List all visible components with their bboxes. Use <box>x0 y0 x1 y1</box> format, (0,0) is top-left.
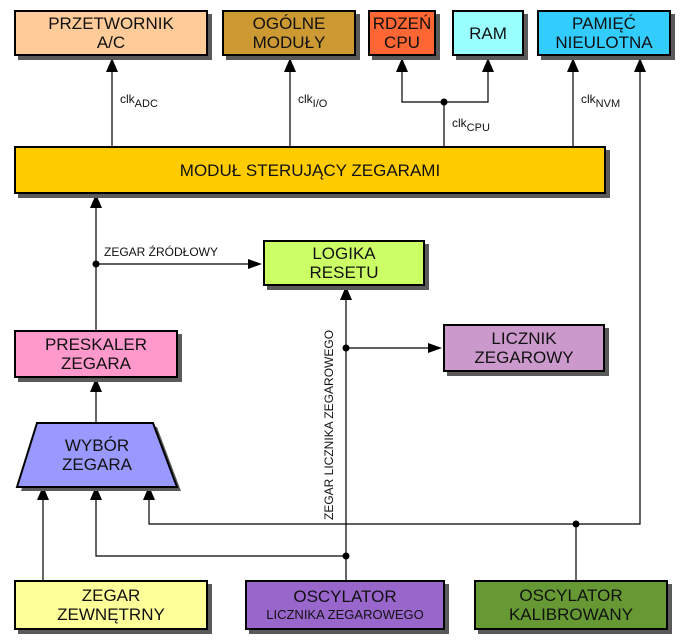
cal-osc-line-1: OSCYLATOR <box>519 586 623 605</box>
clock-select-trapezoid <box>15 422 179 488</box>
io-line-2: MODUŁY <box>252 33 326 52</box>
wdt-line-2: ZEGAROWY <box>474 348 574 367</box>
external-clock-box: ZEGAR ZEWNĘTRNY <box>14 580 208 630</box>
clk-nvm-sub: NVM <box>595 98 621 110</box>
wire-cal-osc-to-nvm <box>576 72 641 525</box>
junction-cal-osc <box>572 520 580 528</box>
wdt-line-1: LICZNIK <box>491 329 557 348</box>
arrow-to-prescaler <box>90 378 102 392</box>
nvm-line-2: NIEULOTNA <box>555 33 653 52</box>
cpu-line-1: RDZEŃ <box>372 14 432 33</box>
junction-source-clock <box>92 260 100 268</box>
clock-prescaler-box: PRESKALER ZEGARA <box>14 330 178 378</box>
wdt-oscillator-box: OSCYLATOR LICZNIKA ZEGAROWEGO <box>245 580 445 630</box>
clock-control-label: MODUŁ STERUJĄCY ZEGARAMI <box>179 160 441 180</box>
io-line-1: OGÓLNE <box>252 14 326 33</box>
cpu-line-2: CPU <box>384 33 420 52</box>
clk-io-label: clkI/O <box>298 92 327 110</box>
clk-adc-sub: ADC <box>134 98 158 110</box>
clk-nvm-label: clkNVM <box>581 92 620 110</box>
arrow-to-io <box>284 58 296 72</box>
arrow-to-nvm-from-control <box>567 58 579 72</box>
clk-io-base: clk <box>298 92 313 106</box>
nvm-line-1: PAMIĘĆ <box>572 14 636 33</box>
reset-line-2: RESETU <box>309 263 379 282</box>
select-line-2: ZEGARA <box>62 455 132 474</box>
wire-cal-osc-to-select <box>148 500 577 580</box>
clk-io-sub: I/O <box>312 98 328 110</box>
arrow-to-reset-source <box>248 259 262 269</box>
nvm-box: PAMIĘĆ NIEULOTNA <box>537 10 671 56</box>
wdt-clock-label: ZEGAR LICZNIKA ZEGAROWEGO <box>322 329 336 520</box>
adc-box: PRZETWORNIK A/C <box>14 10 208 56</box>
ram-line-1: RAM <box>469 23 507 43</box>
arrow-to-select-wdt <box>90 486 102 500</box>
arrow-to-select-cal <box>143 486 155 500</box>
wdt-osc-line-1: OSCYLATOR <box>293 587 397 606</box>
prescaler-line-2: ZEGARA <box>61 354 131 373</box>
wire-wdt-osc-to-select <box>95 500 347 580</box>
source-clock-label: ZEGAR ŹRÓDŁOWY <box>104 245 219 259</box>
arrow-to-cpu <box>396 58 408 72</box>
junction-wdt-select <box>342 552 350 560</box>
select-line-1: WYBÓR <box>64 436 130 455</box>
cal-osc-line-2: KALIBROWANY <box>508 605 634 624</box>
arrow-to-adc <box>106 58 118 72</box>
ram-box: RAM <box>452 10 524 56</box>
cpu-box: RDZEŃ CPU <box>368 10 436 56</box>
arrow-to-select-ext <box>37 486 49 500</box>
adc-line-1: PRZETWORNIK <box>48 14 174 33</box>
arrow-to-ram <box>482 58 494 72</box>
reset-line-1: LOGIKA <box>312 244 376 263</box>
clk-cpu-sub: CPU <box>466 122 490 134</box>
ext-line-2: ZEWNĘTRNY <box>57 605 165 624</box>
clk-cpu-label: clkCPU <box>452 116 490 134</box>
calibrated-oscillator-box: OSCYLATOR KALIBROWANY <box>474 580 668 630</box>
junction-cpu <box>440 98 448 106</box>
clk-cpu-base: clk <box>452 116 467 130</box>
arrow-to-control <box>90 194 102 208</box>
arrow-to-reset-wdt <box>340 286 352 300</box>
clk-adc-label: clkADC <box>120 92 158 110</box>
io-box: OGÓLNE MODUŁY <box>222 10 356 56</box>
wdt-osc-line-2: LICZNIKA ZEGAROWEGO <box>266 607 424 622</box>
junction-wdt-counter <box>342 344 350 352</box>
clock-select-text: WYBÓR ZEGARA <box>17 423 177 487</box>
watchdog-counter-box: LICZNIK ZEGAROWY <box>443 324 605 372</box>
arrow-to-counter <box>428 343 442 353</box>
prescaler-line-1: PRESKALER <box>44 335 148 354</box>
clk-adc-base: clk <box>120 92 135 106</box>
clock-control-box: MODUŁ STERUJĄCY ZEGARAMI <box>14 146 606 194</box>
arrow-to-nvm-from-cal-osc <box>634 58 646 72</box>
adc-line-2: A/C <box>96 33 126 52</box>
clk-nvm-base: clk <box>581 92 596 106</box>
ext-line-1: ZEGAR <box>81 586 141 605</box>
reset-logic-box: LOGIKA RESETU <box>263 240 425 286</box>
wire-cpu-ram-split <box>401 72 489 103</box>
